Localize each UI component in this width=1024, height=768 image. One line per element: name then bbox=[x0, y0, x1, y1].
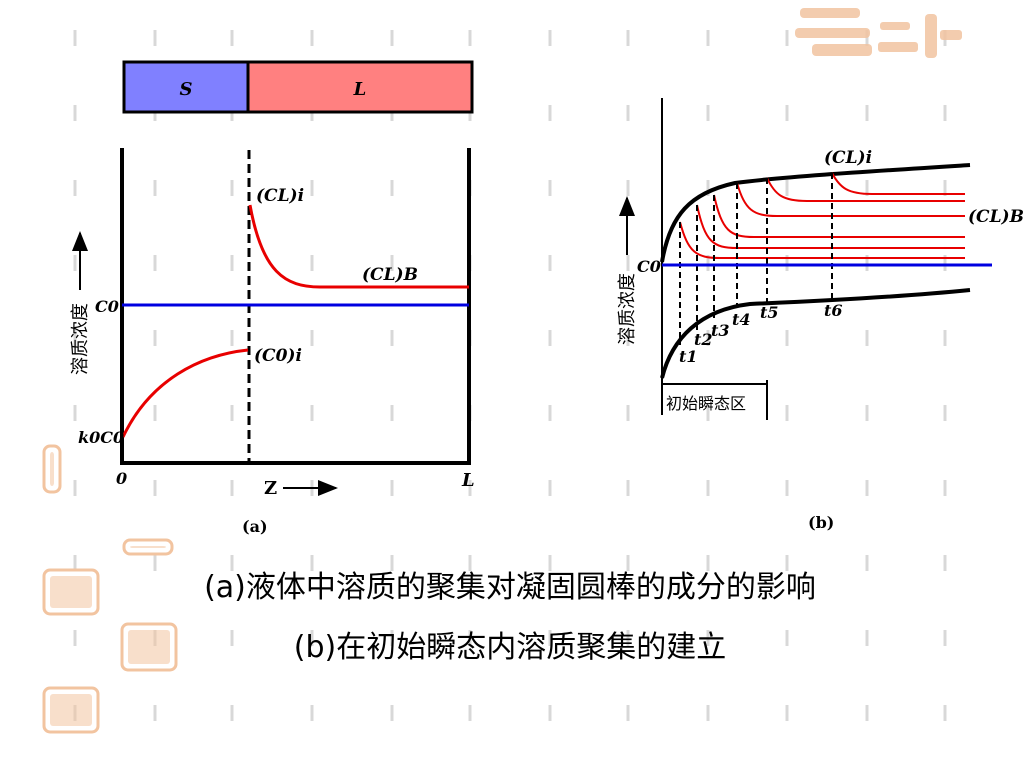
figure-a-c0-i-label: (C0)i bbox=[254, 346, 302, 366]
seal-border bbox=[42, 686, 100, 734]
seal-fill bbox=[128, 630, 170, 664]
figure-b-t3-label: t3 bbox=[711, 321, 730, 340]
solid-phase-label: S bbox=[180, 79, 193, 100]
figure-a-x-end-label: L bbox=[461, 470, 475, 491]
figure-a-panel-label: (a) bbox=[242, 517, 268, 536]
figure-b-upper-envelope bbox=[660, 163, 971, 263]
seal-stamp-icon bbox=[42, 444, 178, 734]
liquid-phase-label: L bbox=[353, 79, 367, 100]
seal-fill bbox=[50, 694, 92, 726]
figure-b-t2-label: t2 bbox=[694, 330, 713, 349]
figure-b-transient-curve bbox=[713, 194, 965, 238]
figure-b-t4-label: t4 bbox=[732, 310, 751, 329]
seal-border bbox=[122, 538, 174, 556]
logo-stroke bbox=[800, 8, 860, 18]
logo-stroke bbox=[795, 28, 870, 38]
solid-concentration-curve bbox=[121, 348, 249, 438]
seal-stamp bbox=[122, 538, 174, 556]
figure-b-t6-label: t6 bbox=[824, 301, 843, 320]
figure-a: S L 溶质浓度 C0 k0C0 0 Z L (CL)i (CL)B (C0)i… bbox=[70, 60, 475, 536]
solid-phase-bar bbox=[122, 60, 250, 114]
figure-b-cl-b-label: (CL)B bbox=[968, 207, 1024, 227]
figure-b-y-axis-label: 溶质浓度 bbox=[617, 273, 638, 345]
figure-b: 溶质浓度 C0 (CL)i (CL)B t1 t2 t3 t4 t5 t6 初始… bbox=[617, 98, 1024, 532]
figure-b-transient-curve bbox=[736, 182, 965, 217]
logo-stroke bbox=[878, 42, 918, 52]
seal-stamp bbox=[42, 568, 100, 616]
seal-border bbox=[120, 622, 178, 672]
figure-a-x-axis-label: Z bbox=[264, 478, 277, 499]
liquid-phase-bar bbox=[246, 60, 474, 114]
caption-figure-b: (b)在初始瞬态内溶质聚集的建立 bbox=[293, 630, 727, 665]
seal-stamp bbox=[120, 622, 178, 672]
liquid-concentration-curve bbox=[248, 204, 469, 289]
seal-stamp bbox=[42, 686, 100, 734]
seal-fill bbox=[130, 546, 166, 548]
figure-b-time-lines bbox=[679, 173, 833, 345]
logo-stroke bbox=[812, 44, 872, 56]
brand-logo-icon bbox=[795, 8, 962, 58]
background-dash-pattern bbox=[73, 30, 947, 721]
figure-b-transient-curve bbox=[831, 172, 965, 195]
logo-stroke bbox=[880, 22, 910, 30]
figure-a-cl-i-label: (CL)i bbox=[256, 186, 304, 206]
seal-fill bbox=[50, 576, 92, 608]
figure-b-panel-label: (b) bbox=[808, 513, 834, 532]
seal-border bbox=[42, 568, 100, 616]
figure-a-c0-label: C0 bbox=[95, 297, 119, 316]
figure-b-cl-i-label: (CL)i bbox=[824, 148, 872, 168]
figure-b-t5-label: t5 bbox=[760, 303, 779, 322]
caption-figure-a: (a)液体中溶质的聚集对凝固圆棒的成分的影响 bbox=[204, 570, 816, 605]
transient-region-label: 初始瞬态区 bbox=[666, 394, 746, 413]
figure-b-t1-label: t1 bbox=[679, 347, 698, 366]
figure-a-y-axis-label: 溶质浓度 bbox=[70, 303, 91, 375]
logo-stroke bbox=[925, 14, 937, 58]
logo-stroke bbox=[940, 30, 962, 40]
figure-b-transient-curve bbox=[766, 177, 965, 202]
figure-b-c0-label: C0 bbox=[637, 257, 661, 276]
figure-a-k0c0-label: k0C0 bbox=[78, 428, 124, 447]
figure-b-lower-envelope bbox=[660, 288, 971, 379]
seal-stamp bbox=[42, 444, 62, 494]
figure-a-cl-b-label: (CL)B bbox=[362, 265, 418, 285]
seal-fill bbox=[50, 452, 54, 486]
figure-b-transient-curve bbox=[679, 221, 965, 259]
seal-border bbox=[42, 444, 62, 494]
figure-a-origin-label: 0 bbox=[116, 469, 127, 488]
